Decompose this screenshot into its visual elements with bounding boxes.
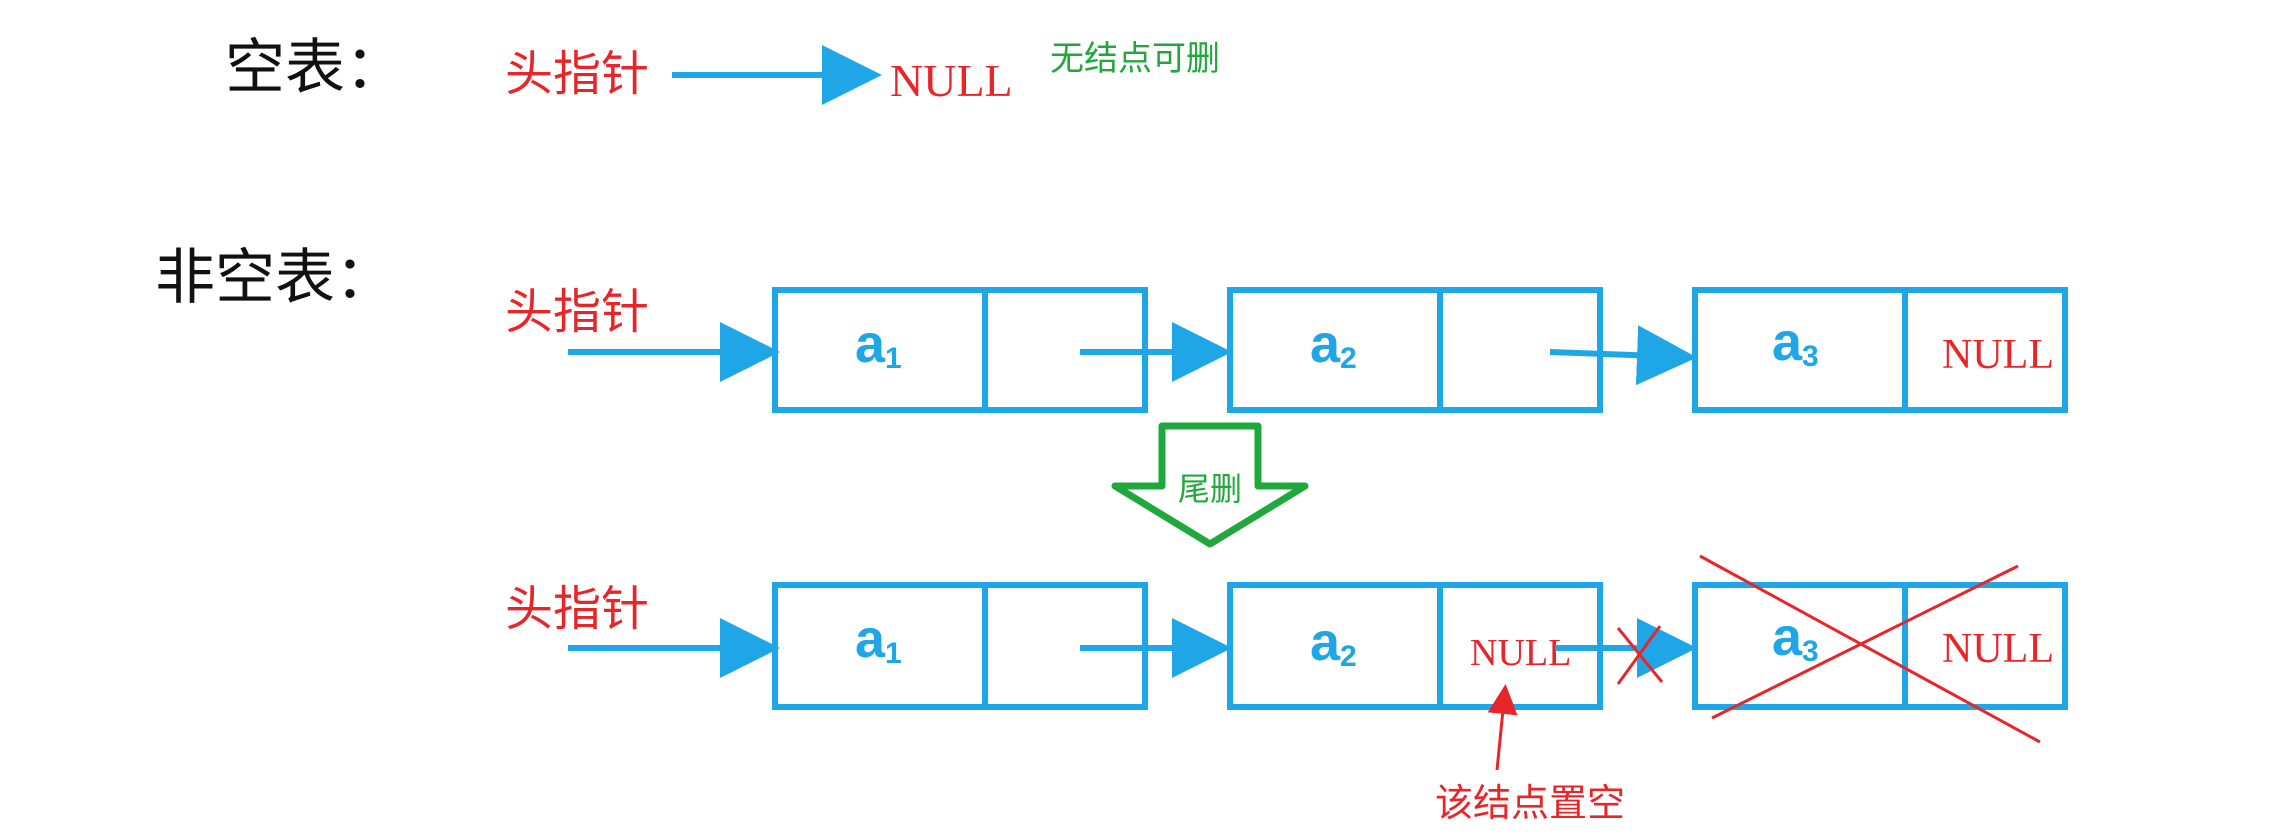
svg-text:a1: a1 bbox=[855, 314, 902, 375]
node-data-label: a bbox=[1772, 607, 1803, 667]
svg-text:a1: a1 bbox=[855, 609, 902, 670]
before-node-3: a3 NULL bbox=[1692, 287, 2068, 413]
node-data-label: a bbox=[1772, 312, 1803, 372]
removed-link-cross-icon bbox=[1616, 625, 1664, 685]
before-node-2: a2 bbox=[1227, 287, 1603, 413]
empty-list-title: 空表： bbox=[225, 33, 405, 103]
before-node-3-null: NULL bbox=[1942, 332, 2054, 378]
tail-delete-label: 尾删 bbox=[1178, 470, 1242, 508]
after-node-2-null: NULL bbox=[1470, 632, 1571, 674]
before-link-2-3 bbox=[1549, 325, 1697, 386]
svg-text:a3: a3 bbox=[1772, 607, 1819, 668]
after-node-3-deleted: a3 NULL bbox=[1692, 582, 2068, 710]
node-data-label: a bbox=[1310, 314, 1341, 374]
node-data-subscript: 1 bbox=[885, 637, 902, 670]
node-data-subscript: 1 bbox=[885, 342, 902, 375]
node-data-subscript: 3 bbox=[1802, 635, 1819, 668]
before-head-pointer-label: 头指针 bbox=[505, 284, 649, 340]
node-data-subscript: 3 bbox=[1802, 340, 1819, 373]
svg-text:a2: a2 bbox=[1310, 612, 1357, 673]
annotation-set-null-label: 该结点置空 bbox=[1435, 781, 1625, 825]
annotation-arrow bbox=[1487, 684, 1518, 771]
after-node-3-null: NULL bbox=[1942, 626, 2054, 672]
node-data-label: a bbox=[855, 314, 886, 374]
nonempty-list-title: 非空表： bbox=[155, 243, 395, 313]
node-data-label: a bbox=[1310, 612, 1341, 672]
empty-null-label: NULL bbox=[890, 55, 1013, 106]
node-data-label: a bbox=[855, 609, 886, 669]
node-data-subscript: 2 bbox=[1340, 640, 1357, 673]
svg-text:a3: a3 bbox=[1772, 312, 1819, 373]
tail-delete-down-arrow: 尾删 bbox=[1111, 422, 1309, 548]
deleted-node-cross-icon bbox=[1699, 554, 2041, 744]
empty-note: 无结点可删 bbox=[1050, 39, 1220, 79]
after-node-2: a2 NULL bbox=[1227, 582, 1603, 710]
empty-head-pointer-label: 头指针 bbox=[505, 46, 649, 102]
svg-text:a2: a2 bbox=[1310, 314, 1357, 375]
node-data-subscript: 2 bbox=[1340, 342, 1357, 375]
after-head-pointer-label: 头指针 bbox=[505, 581, 649, 637]
